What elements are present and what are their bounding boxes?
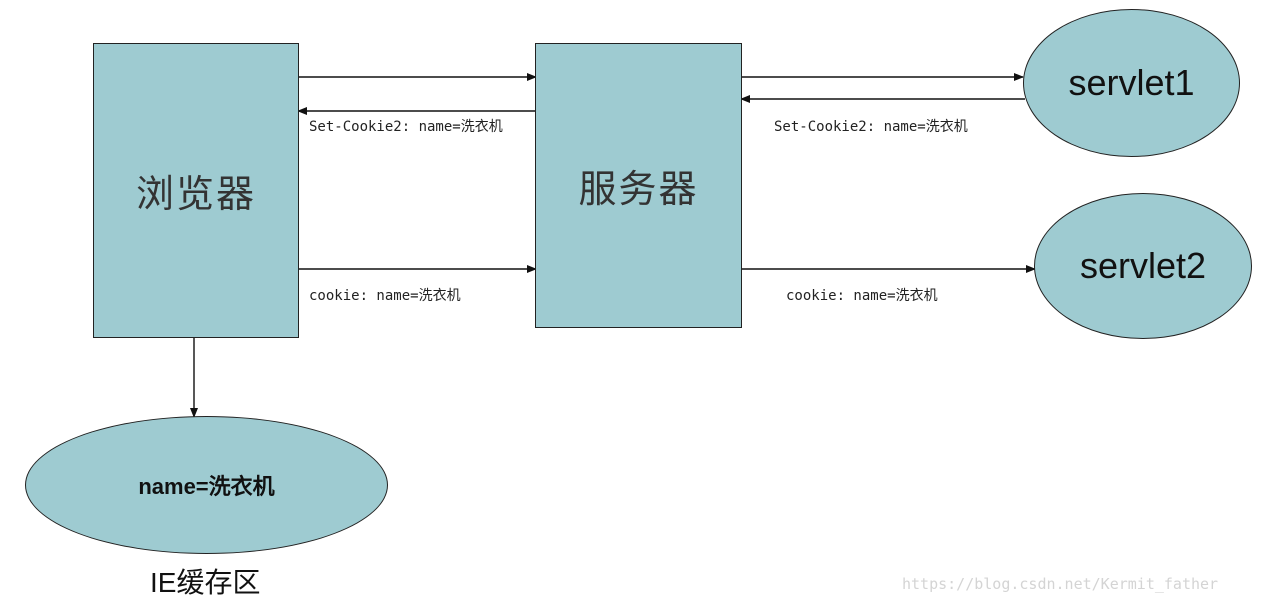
edge-label-set-cookie-browser: Set-Cookie2: name=洗衣机 — [309, 119, 503, 135]
servlet2-node: servlet2 — [1034, 193, 1252, 339]
watermark: https://blog.csdn.net/Kermit_father — [902, 575, 1219, 593]
server-node: 服务器 — [535, 43, 742, 328]
ie-cache-caption: IE缓存区 — [150, 567, 261, 598]
servlet1-node: servlet1 — [1023, 9, 1240, 157]
browser-node: 浏览器 — [93, 43, 299, 338]
ie-cache-value: name=洗衣机 — [138, 474, 275, 499]
servlet1-label: servlet1 — [1068, 62, 1195, 103]
ie-cache-node: name=洗衣机 — [25, 416, 388, 554]
server-label: 服务器 — [578, 167, 699, 211]
edge-label-cookie-servlet2: cookie: name=洗衣机 — [786, 288, 938, 304]
edge-label-set-cookie-servlet1: Set-Cookie2: name=洗衣机 — [774, 119, 968, 135]
servlet2-label: servlet2 — [1079, 245, 1207, 286]
edge-label-cookie-browser: cookie: name=洗衣机 — [309, 288, 461, 304]
browser-label: 浏览器 — [135, 172, 256, 216]
